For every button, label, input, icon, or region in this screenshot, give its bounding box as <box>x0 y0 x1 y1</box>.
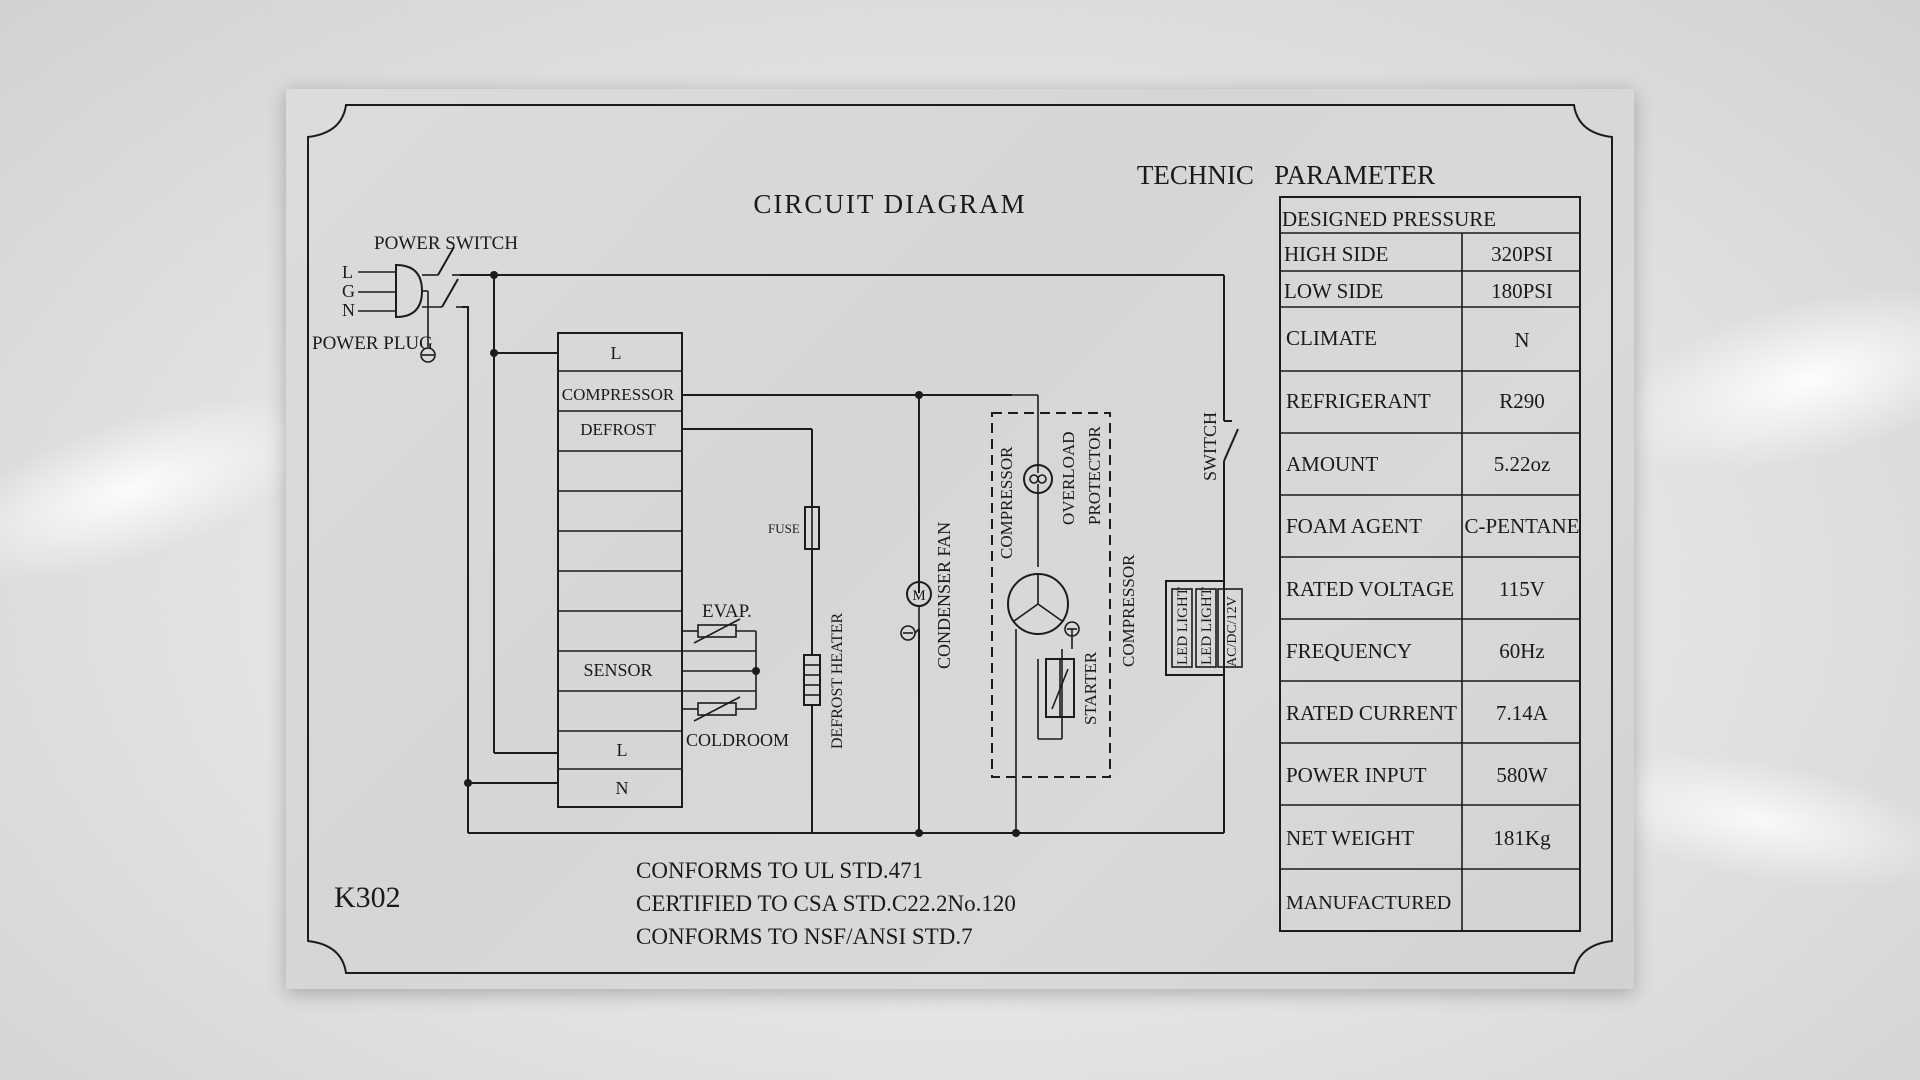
plug-terminal-n: N <box>342 300 355 320</box>
parameter-table <box>1279 196 1581 932</box>
nameplate-label: CIRCUIT DIAGRAM K302 POWER SWITCH POWER … <box>286 89 1634 989</box>
diagram-title: CIRCUIT DIAGRAM <box>753 189 1026 219</box>
conformance-line-2: CERTIFIED TO CSA STD.C22.2No.120 <box>636 891 1016 916</box>
background-streak-right <box>1586 251 1920 509</box>
power-plug-symbol <box>358 263 436 363</box>
controller-row-sensor: SENSOR <box>583 660 652 680</box>
condenser-fan-label: CONDENSER FAN <box>934 522 954 669</box>
power-switch-symbol <box>422 246 462 308</box>
led-supply-label: AC/DC/12V <box>1225 596 1240 667</box>
led-light-2-label: LED LIGHT <box>1199 587 1215 665</box>
param-value-low-side: 180PSI <box>1491 279 1553 303</box>
overload-label: OVERLOAD <box>1059 432 1078 526</box>
evap-sensor-label: EVAP. <box>702 601 752 622</box>
model-number: K302 <box>334 881 401 914</box>
param-value-refrigerant: R290 <box>1499 389 1545 413</box>
param-label-amount: AMOUNT <box>1286 452 1378 476</box>
param-label-rated-voltage: RATED VOLTAGE <box>1286 577 1454 601</box>
power-plug-label: POWER PLUG <box>312 333 433 354</box>
ground-symbol-compressor <box>1064 621 1080 637</box>
conformance-line-1: CONFORMS TO UL STD.471 <box>636 858 923 883</box>
controller-row-defrost: DEFROST <box>580 420 656 439</box>
parameter-header: DESIGNED PRESSURE <box>1282 207 1496 231</box>
circuit-diagram-svg: CIRCUIT DIAGRAM K302 POWER SWITCH POWER … <box>307 104 1613 974</box>
plug-terminal-g: G <box>342 281 355 301</box>
param-value-high-side: 320PSI <box>1491 242 1553 266</box>
condenser-fan-motor: M <box>900 581 932 641</box>
param-label-low-side: LOW SIDE <box>1284 279 1383 303</box>
plate-border <box>307 104 1613 974</box>
param-label-climate: CLIMATE <box>1286 326 1377 350</box>
param-label-high-side: HIGH SIDE <box>1284 242 1388 266</box>
param-value-climate: N <box>1514 328 1529 352</box>
parameter-title: TECHNIC PARAMETER <box>1137 160 1435 190</box>
param-value-power-input: 580W <box>1496 763 1548 787</box>
fuse-symbol <box>804 506 820 550</box>
controller-row-n: N <box>616 778 629 798</box>
led-lights-block <box>1165 580 1243 676</box>
param-value-rated-current: 7.14A <box>1496 701 1549 725</box>
conformance-line-3: CONFORMS TO NSF/ANSI STD.7 <box>636 924 973 949</box>
compressor-motor-symbol <box>1007 573 1069 635</box>
controller-row-l-top: L <box>611 343 622 363</box>
door-switch-label: SWITCH <box>1200 412 1220 481</box>
param-label-power-input: POWER INPUT <box>1286 763 1427 787</box>
compressor-small-label: COMPRESSOR <box>997 446 1016 559</box>
controller-block: L COMPRESSOR DEFROST SENSOR L N <box>557 332 683 808</box>
compressor-group-label: COMPRESSOR <box>1119 554 1138 667</box>
junction-dots <box>464 271 1020 837</box>
defrost-heater-symbol <box>803 654 821 706</box>
param-label-net-weight: NET WEIGHT <box>1286 826 1414 850</box>
param-label-foam-agent: FOAM AGENT <box>1286 514 1422 538</box>
plug-terminal-l: L <box>342 262 353 282</box>
param-value-frequency: 60Hz <box>1499 639 1545 663</box>
coldroom-sensor-label: COLDROOM <box>686 730 789 750</box>
door-switch-symbol <box>1223 420 1239 462</box>
param-label-frequency: FREQUENCY <box>1286 639 1412 663</box>
param-value-rated-voltage: 115V <box>1499 577 1545 601</box>
param-value-amount: 5.22oz <box>1494 452 1551 476</box>
defrost-heater-label: DEFROST HEATER <box>829 613 846 749</box>
controller-row-compressor: COMPRESSOR <box>562 385 675 404</box>
param-value-foam-agent: C-PENTANE <box>1465 514 1580 538</box>
param-label-rated-current: RATED CURRENT <box>1286 701 1457 725</box>
sensor-network <box>682 618 757 722</box>
power-switch-label: POWER SWITCH <box>374 233 518 254</box>
led-light-1-label: LED LIGHT <box>1175 587 1191 665</box>
param-label-refrigerant: REFRIGERANT <box>1286 389 1431 413</box>
motor-symbol: M <box>912 588 925 604</box>
controller-row-l-bottom: L <box>617 740 628 760</box>
param-value-net-weight: 181Kg <box>1493 826 1551 850</box>
param-label-manufactured: MANUFACTURED <box>1286 892 1451 914</box>
fuse-label: FUSE <box>768 521 800 536</box>
starter-label: STARTER <box>1081 651 1100 725</box>
compressor-internal-wiring <box>1012 394 1073 833</box>
starter-symbol <box>1045 658 1075 718</box>
protector-label: PROTECTOR <box>1085 425 1104 525</box>
overload-protector-symbol <box>1023 464 1053 494</box>
